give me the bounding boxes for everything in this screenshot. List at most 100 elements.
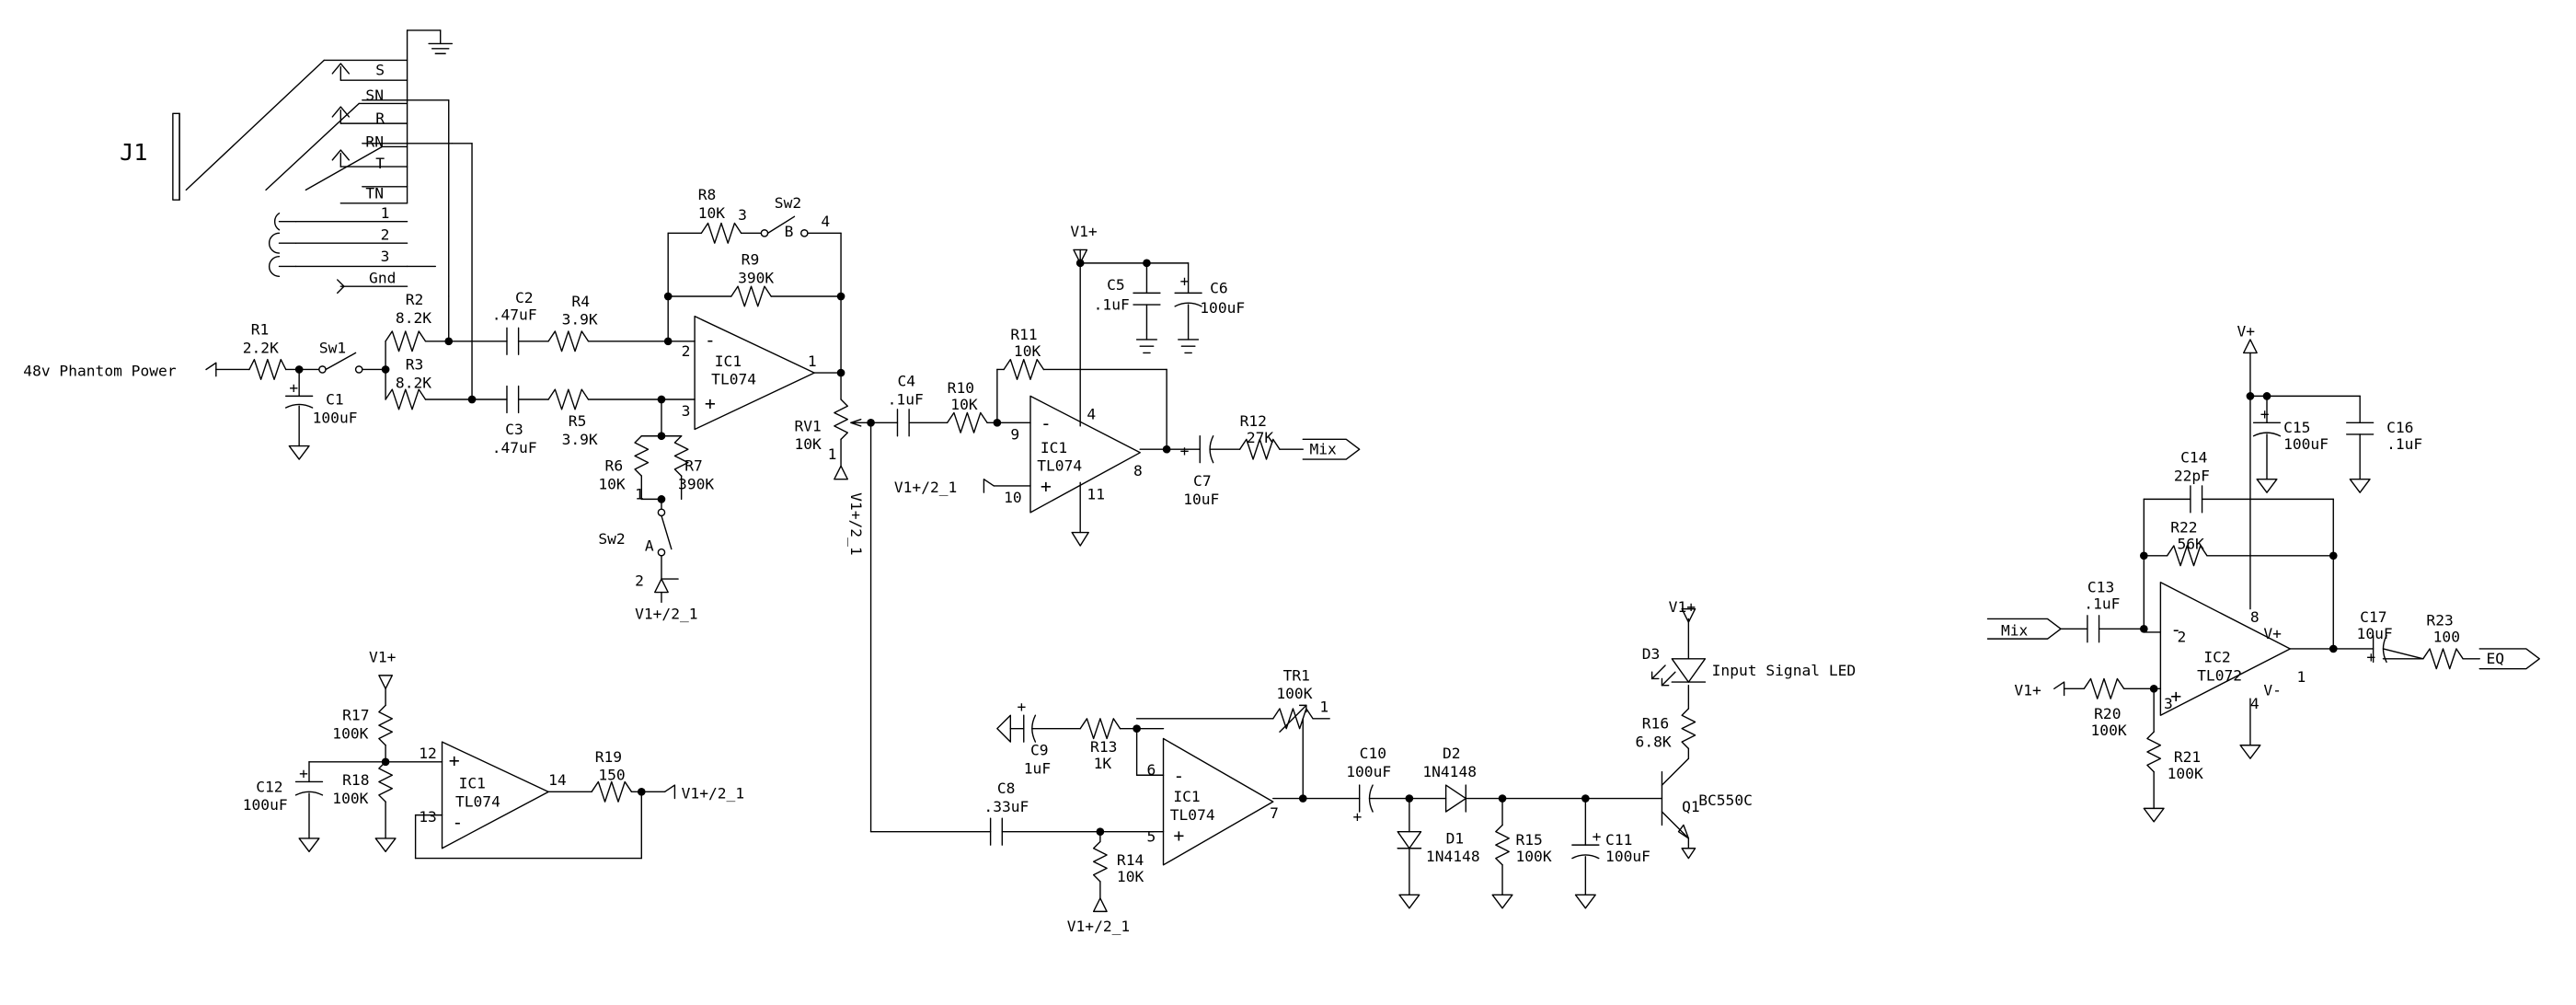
val-r22: 56K bbox=[2177, 536, 2204, 553]
opamp-minus: - bbox=[2170, 619, 2181, 641]
val-d2: 1N4148 bbox=[1422, 763, 1477, 780]
pin-sw2a: 2 bbox=[635, 572, 644, 589]
val-r3: 8.2K bbox=[396, 374, 431, 391]
ref-rv1: RV1 bbox=[794, 417, 821, 434]
val-r12: 27K bbox=[1247, 429, 1274, 446]
net-vp: V+ bbox=[2237, 322, 2255, 340]
ref-r9: R9 bbox=[742, 251, 760, 269]
cap-plus: + bbox=[1018, 699, 1027, 716]
val-ic2: TL072 bbox=[2197, 666, 2242, 684]
cap-plus: + bbox=[1180, 442, 1190, 459]
ref-sw1: Sw1 bbox=[319, 339, 346, 356]
pin-sw2b: 3 bbox=[738, 206, 747, 224]
ref-c16: C16 bbox=[2386, 419, 2413, 436]
ref-r15: R15 bbox=[1515, 831, 1542, 849]
pole-sw2b: B bbox=[785, 223, 794, 240]
pin-sw2b: 4 bbox=[821, 213, 830, 230]
ref-sw2a: Sw2 bbox=[598, 530, 625, 548]
cap-plus: + bbox=[1352, 808, 1362, 826]
val-c16: .1uF bbox=[2386, 435, 2422, 453]
xlr-pin: 1 bbox=[381, 204, 390, 222]
ref-c8: C8 bbox=[997, 780, 1016, 797]
ref-r21: R21 bbox=[2174, 748, 2201, 766]
ref-r10: R10 bbox=[948, 379, 974, 397]
val-c8: .33uF bbox=[983, 798, 1029, 815]
ref-r11: R11 bbox=[1010, 326, 1037, 343]
pin-ic1b: 9 bbox=[1010, 425, 1019, 443]
ref-j1: J1 bbox=[120, 139, 147, 166]
opamp-minus: - bbox=[1173, 765, 1184, 786]
ref-r5: R5 bbox=[569, 412, 587, 430]
ref-ic1a: IC1 bbox=[715, 352, 742, 370]
ref-r14: R14 bbox=[1117, 851, 1144, 869]
val-ic1d: TL074 bbox=[455, 793, 500, 811]
ref-c17: C17 bbox=[2360, 608, 2386, 626]
val-c11: 100uF bbox=[1605, 848, 1650, 865]
net-v1p2-d: V1+/2_1 bbox=[682, 785, 744, 803]
ref-c5: C5 bbox=[1107, 276, 1125, 294]
val-c12: 100uF bbox=[243, 796, 288, 814]
opamp-plus: + bbox=[2170, 686, 2181, 707]
val-r4: 3.9K bbox=[562, 311, 598, 329]
cap-plus: + bbox=[1180, 272, 1190, 290]
xlr-pin: 2 bbox=[381, 226, 390, 244]
net-mix-out: Mix bbox=[1309, 441, 1337, 458]
val-r23: 100 bbox=[2433, 629, 2460, 646]
pin-ic1d: 13 bbox=[419, 808, 437, 826]
ic1d-bias-stage bbox=[296, 676, 675, 859]
ref-c15: C15 bbox=[2283, 419, 2310, 436]
xlr-pin: Gnd bbox=[369, 270, 396, 287]
jack-j1 bbox=[173, 30, 472, 399]
val-c7: 10uF bbox=[1183, 491, 1219, 508]
junction-dots bbox=[294, 259, 2338, 837]
cap-plus: + bbox=[2260, 406, 2270, 423]
pin-sw2a: 1 bbox=[635, 485, 644, 502]
val-r11: 10K bbox=[1014, 342, 1041, 360]
ref-c3: C3 bbox=[505, 421, 523, 438]
ic1c-envelope-stage bbox=[991, 609, 1706, 912]
pin-ic2: 8 bbox=[2250, 608, 2260, 626]
val-r1: 2.2K bbox=[243, 339, 279, 356]
cap-plus: + bbox=[2366, 648, 2375, 665]
pin-ic1d: 14 bbox=[548, 771, 567, 789]
val-r5: 3.9K bbox=[562, 431, 598, 448]
ref-r6: R6 bbox=[605, 457, 624, 475]
net-led: Input Signal LED bbox=[1712, 662, 1857, 679]
ref-c1: C1 bbox=[326, 390, 344, 408]
opamp-minus: - bbox=[705, 329, 716, 351]
ref-q1: Q1 bbox=[1682, 798, 1700, 815]
cap-plus: + bbox=[289, 379, 298, 397]
jack-contact: T bbox=[375, 155, 385, 172]
val-c2: .47uF bbox=[492, 306, 537, 323]
ref-r23: R23 bbox=[2426, 612, 2453, 630]
val-r7: 390K bbox=[678, 476, 714, 493]
pin-ic2-vp: V+ bbox=[2263, 625, 2282, 642]
xlr-pin: 3 bbox=[381, 248, 390, 265]
ref-r18: R18 bbox=[342, 771, 369, 789]
cap-plus: + bbox=[299, 765, 308, 782]
val-q1: BC550C bbox=[1698, 791, 1753, 809]
ref-r17: R17 bbox=[342, 707, 369, 724]
val-d1: 1N4148 bbox=[1426, 848, 1480, 865]
val-r9: 390K bbox=[738, 270, 774, 287]
ref-r4: R4 bbox=[571, 293, 590, 310]
pin-ic2: 1 bbox=[2297, 668, 2306, 686]
ref-c4: C4 bbox=[897, 373, 915, 390]
jack-contact: RN bbox=[365, 133, 384, 150]
pin-ic1c: 6 bbox=[1146, 761, 1156, 779]
pin-ic2: 4 bbox=[2250, 695, 2260, 712]
ref-r8: R8 bbox=[698, 186, 717, 203]
ref-d1: D1 bbox=[1446, 829, 1465, 847]
ref-c9: C9 bbox=[1030, 742, 1049, 759]
pin-ic2-vn: V- bbox=[2263, 682, 2282, 699]
input-stage bbox=[507, 216, 991, 831]
opamp-plus: + bbox=[705, 393, 716, 414]
ref-ic1d: IC1 bbox=[459, 775, 486, 792]
pin-ic1c: 7 bbox=[1270, 804, 1279, 822]
ref-d3: D3 bbox=[1642, 645, 1661, 663]
val-r10: 10K bbox=[950, 396, 978, 413]
opamp-minus: - bbox=[1041, 413, 1052, 434]
pin-rv1: 1 bbox=[828, 445, 837, 463]
ref-c7: C7 bbox=[1193, 472, 1212, 490]
